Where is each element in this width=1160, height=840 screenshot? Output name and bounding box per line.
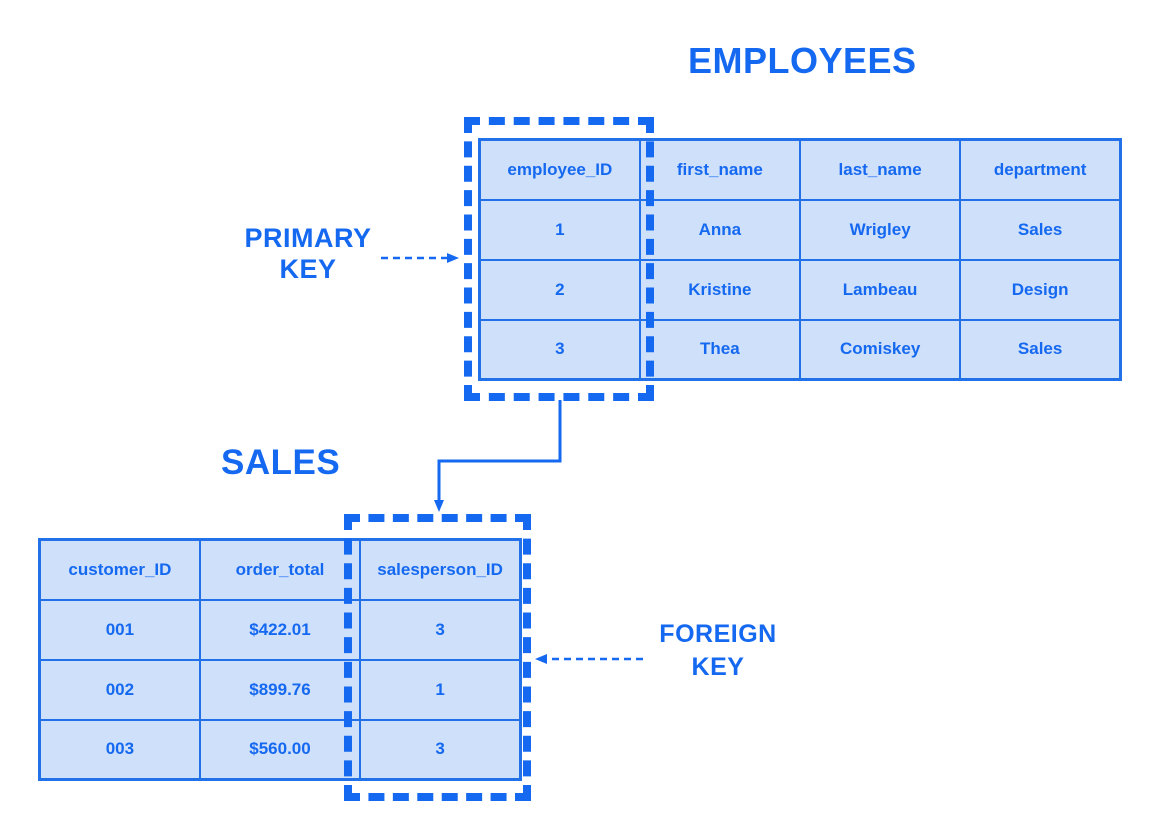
table-cell: 1: [478, 198, 641, 261]
table-row: 002 $899.76 1: [38, 658, 522, 721]
table-cell: Design: [959, 258, 1122, 321]
sales-table: customer_ID order_total salesperson_ID 0…: [38, 538, 522, 781]
foreign-key-label-line2: KEY: [691, 653, 745, 681]
employees-table-title: EMPLOYEES: [688, 40, 917, 81]
primary-key-label-line1: PRIMARY: [244, 223, 372, 253]
table-cell: 2: [478, 258, 641, 321]
table-cell: 3: [478, 318, 641, 381]
table-cell: 3: [359, 718, 522, 781]
sales-column-header-customer-id: customer_ID: [38, 538, 201, 601]
table-cell: Comiskey: [798, 318, 962, 381]
table-cell: Kristine: [638, 258, 802, 321]
employees-column-header-employee-id: employee_ID: [478, 138, 641, 201]
sales-column-header-order-total: order_total: [198, 538, 362, 601]
table-cell: Wrigley: [798, 198, 962, 261]
table-cell: Sales: [959, 198, 1122, 261]
employees-table: employee_ID first_name last_name departm…: [478, 138, 1122, 381]
table-row: 003 $560.00 3: [38, 718, 522, 781]
relationship-connector-arrow-icon: [434, 400, 562, 512]
table-row: 1 Anna Wrigley Sales: [478, 198, 1122, 261]
employees-header-row: employee_ID first_name last_name departm…: [478, 138, 1122, 201]
table-cell: Thea: [638, 318, 802, 381]
table-cell: 001: [38, 598, 201, 661]
table-row: 001 $422.01 3: [38, 598, 522, 661]
sales-column-header-salesperson-id: salesperson_ID: [359, 538, 522, 601]
primary-key-label-line2: KEY: [279, 254, 337, 284]
sales-header-row: customer_ID order_total salesperson_ID: [38, 538, 522, 601]
table-cell: Anna: [638, 198, 802, 261]
table-cell: 003: [38, 718, 201, 781]
foreign-key-label: FOREIGN KEY: [650, 618, 786, 684]
table-cell: 002: [38, 658, 201, 721]
employees-column-header-first-name: first_name: [638, 138, 802, 201]
table-cell: Lambeau: [798, 258, 962, 321]
employees-column-header-department: department: [959, 138, 1122, 201]
table-cell: $560.00: [198, 718, 362, 781]
primary-key-label: PRIMARY KEY: [236, 223, 380, 285]
table-cell: 1: [359, 658, 522, 721]
sales-table-title: SALES: [221, 443, 341, 482]
table-row: 2 Kristine Lambeau Design: [478, 258, 1122, 321]
table-cell: $899.76: [198, 658, 362, 721]
table-cell: Sales: [959, 318, 1122, 381]
table-cell: $422.01: [198, 598, 362, 661]
foreign-key-label-line1: FOREIGN: [659, 620, 777, 648]
table-row: 3 Thea Comiskey Sales: [478, 318, 1122, 381]
employees-column-header-last-name: last_name: [798, 138, 962, 201]
table-cell: 3: [359, 598, 522, 661]
